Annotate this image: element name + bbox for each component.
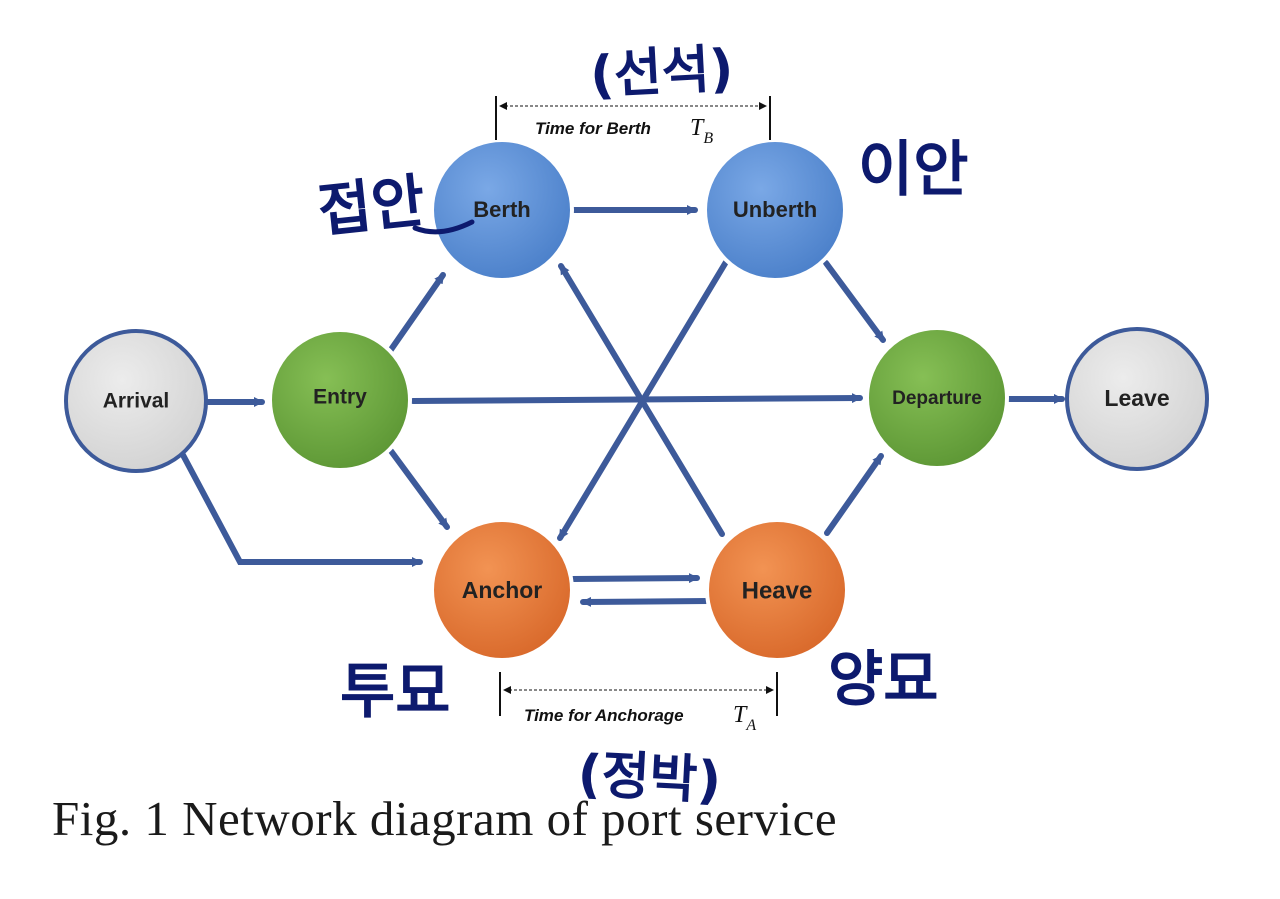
interval-berth-symbol-sub: B (703, 130, 713, 147)
interval-berth-symbol-t: T (690, 115, 705, 141)
note-unberth-node: 이안 (858, 135, 968, 205)
interval-anchorage: Time for Anchorage TA (499, 672, 778, 734)
node-heave: Heave (705, 518, 849, 662)
node-departure: Departure (865, 326, 1009, 470)
interval-berth-symbol: TB (690, 115, 713, 147)
node-leave-label: Leave (1104, 385, 1169, 411)
edge-entry-departure (410, 393, 863, 404)
node-heave-label: Heave (742, 577, 813, 604)
edge-arrival-anchor (180, 452, 423, 567)
node-departure-label: Departure (892, 388, 982, 409)
edge-heave-anchor (580, 596, 711, 607)
note-anchorage-time: (정박) (576, 744, 722, 811)
node-arrival-label: Arrival (103, 390, 170, 413)
node-unberth-label: Unberth (733, 197, 817, 222)
interval-anchorage-symbol-t: T (733, 702, 748, 728)
node-berth: Berth (430, 138, 574, 282)
edge-heave-berth (558, 263, 725, 537)
edge-anchor-heave (569, 573, 700, 584)
node-entry: Entry (268, 328, 412, 472)
node-berth-label: Berth (473, 197, 530, 222)
note-anchor-node: 투묘 (340, 657, 450, 727)
edge-unberth-departure (823, 260, 886, 343)
node-entry-label: Entry (313, 386, 367, 409)
edge-entry-berth (387, 272, 446, 354)
node-anchor-label: Anchor (462, 577, 543, 603)
interval-berth-label: Time for Berth (535, 119, 651, 138)
edges (180, 205, 1065, 607)
node-arrival: Arrival (64, 329, 208, 473)
note-berth-node: 접안 (315, 167, 428, 246)
node-leave: Leave (1065, 327, 1209, 471)
edge-heave-departure (824, 453, 884, 536)
interval-anchorage-symbol: TA (733, 702, 756, 734)
interval-anchorage-label: Time for Anchorage (524, 706, 684, 725)
note-berth-underline (412, 219, 475, 235)
interval-anchorage-symbol-sub: A (745, 717, 756, 734)
node-anchor: Anchor (430, 518, 574, 662)
node-unberth: Unberth (703, 138, 847, 282)
note-berth-time: (선석) (589, 39, 735, 106)
edge-entry-anchor (388, 448, 450, 530)
figure-caption: Fig. 1 Network diagram of port service (52, 791, 838, 846)
interval-berth: Time for Berth TB (495, 96, 771, 147)
handwritten-notes: (선석) 접안 이안 투묘 양묘 (정박) (315, 39, 969, 812)
note-heave-node: 양묘 (828, 645, 938, 715)
